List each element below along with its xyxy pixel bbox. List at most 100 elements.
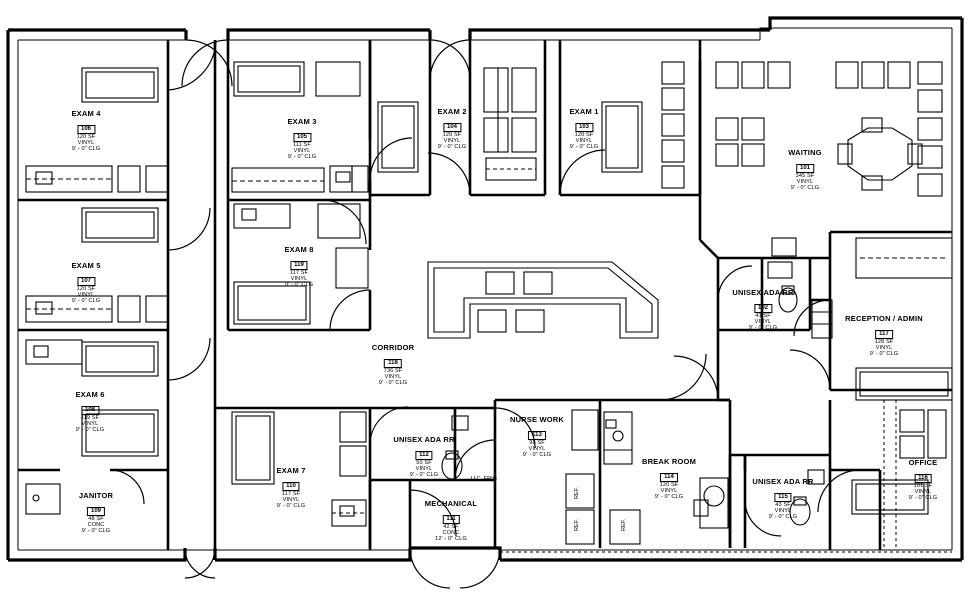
room-area: 120 SF: [76, 286, 96, 293]
room-number-tag: 114: [660, 472, 678, 483]
room-finish: VINYL: [77, 140, 95, 147]
room-name: UNISEX ADA RR: [752, 477, 814, 486]
room-area: 43 SF: [775, 502, 791, 509]
equipment-label: U.C. FRIG: [470, 476, 498, 482]
room-finish: VINYL: [77, 292, 95, 299]
room-finish: VINYL: [290, 276, 308, 283]
room-ceiling-height: 9' - 0" CLG: [71, 298, 101, 305]
room-number-tag: 118: [384, 358, 402, 369]
room-name: EXAM 1: [569, 107, 599, 116]
room-ceiling-height: 9' - 0" CLG: [276, 503, 306, 510]
floor-transition-dashed: [500, 400, 952, 553]
room-area: 120 SF: [442, 132, 462, 139]
room-finish: VINYL: [443, 138, 461, 145]
equipment-label: REF.: [574, 518, 581, 531]
room-name: EXAM 6: [75, 390, 105, 399]
room-name: EXAM 8: [284, 245, 314, 254]
room-name: EXAM 7: [276, 466, 306, 475]
room-number-tag: 101: [795, 163, 815, 174]
room-number-tag: 115: [774, 492, 792, 503]
room-area: 120 SF: [574, 132, 594, 139]
room-finish: CONC: [442, 530, 460, 537]
room-name: EXAM 4: [71, 109, 101, 118]
room-area: 119 SF: [80, 415, 100, 422]
exterior-wall-inner-face: [17, 27, 953, 551]
room-ceiling-height: 9' - 0" CLG: [522, 452, 552, 459]
room-name: RECEPTION / ADMIN: [845, 314, 923, 323]
fixtures-and-furniture: [25, 61, 953, 545]
room-number-tag: 103: [574, 122, 593, 133]
room-area: 98 SF: [529, 440, 545, 447]
room-area: 120 SF: [659, 482, 679, 489]
room-number-tag: 116: [914, 473, 932, 484]
room-finish: VINYL: [774, 508, 792, 515]
room-name: UNISEX ADA RR: [393, 435, 455, 444]
interior-walls: [18, 40, 952, 550]
room-number-tag: 109: [86, 506, 105, 517]
room-finish: VINYL: [875, 345, 893, 352]
room-finish: VINYL: [528, 446, 546, 453]
room-area: 42 SF: [443, 524, 459, 531]
room-number-tag: 104: [442, 122, 461, 133]
room-ceiling-height: 9' - 0" CLG: [748, 325, 778, 332]
room-finish: VINYL: [575, 138, 593, 145]
room-finish: VINYL: [293, 148, 311, 155]
room-ceiling-height: 9' - 0" CLG: [284, 282, 314, 289]
room-ceiling-height: 9' - 0" CLG: [908, 495, 938, 502]
room-area: 345 SF: [795, 173, 815, 180]
room-area: 736 SF: [383, 368, 403, 375]
room-finish: VINYL: [415, 466, 433, 473]
room-number-tag: 117: [875, 329, 893, 340]
room-number-tag: 108: [80, 405, 99, 416]
room-ceiling-height: 9' - 0" CLG: [437, 144, 467, 151]
room-ceiling-height: 12' - 0" CLG: [435, 536, 467, 543]
room-finish: VINYL: [914, 489, 932, 496]
room-finish: VINYL: [384, 374, 402, 381]
room-ceiling-height: 9' - 0" CLG: [287, 154, 317, 161]
room-number-tag: 106: [76, 124, 95, 135]
room-area: 111 SF: [293, 142, 311, 149]
room-area: 48 SF: [88, 516, 104, 523]
room-name: OFFICE: [908, 458, 938, 467]
room-area: 117 SF: [289, 270, 309, 277]
room-finish: VINYL: [660, 488, 678, 495]
door-swings: [109, 39, 861, 589]
room-name: MECHANICAL: [424, 499, 478, 508]
room-number-tag: 112: [415, 450, 433, 461]
room-number-tag: 110: [282, 481, 300, 492]
room-name: UNISEX ADA RR: [732, 288, 794, 297]
room-area: 41 SF: [755, 313, 771, 320]
room-area: 120 SF: [76, 134, 96, 141]
room-name: EXAM 3: [287, 117, 317, 126]
room-ceiling-height: 9' - 0" CLG: [768, 514, 798, 521]
room-ceiling-height: 9' - 0" CLG: [409, 472, 439, 479]
room-finish: VINYL: [282, 497, 300, 504]
room-name: NURSE WORK: [509, 415, 565, 424]
room-finish: VINYL: [754, 319, 772, 326]
room-name: BREAK ROOM: [641, 457, 697, 466]
equipment-label: REF.: [621, 518, 628, 531]
room-ceiling-height: 9' - 0" CLG: [81, 528, 111, 535]
room-number-tag: 102: [753, 303, 772, 314]
room-name: WAITING: [788, 148, 822, 157]
room-finish: VINYL: [81, 421, 99, 428]
room-area: 50 SF: [416, 460, 432, 467]
